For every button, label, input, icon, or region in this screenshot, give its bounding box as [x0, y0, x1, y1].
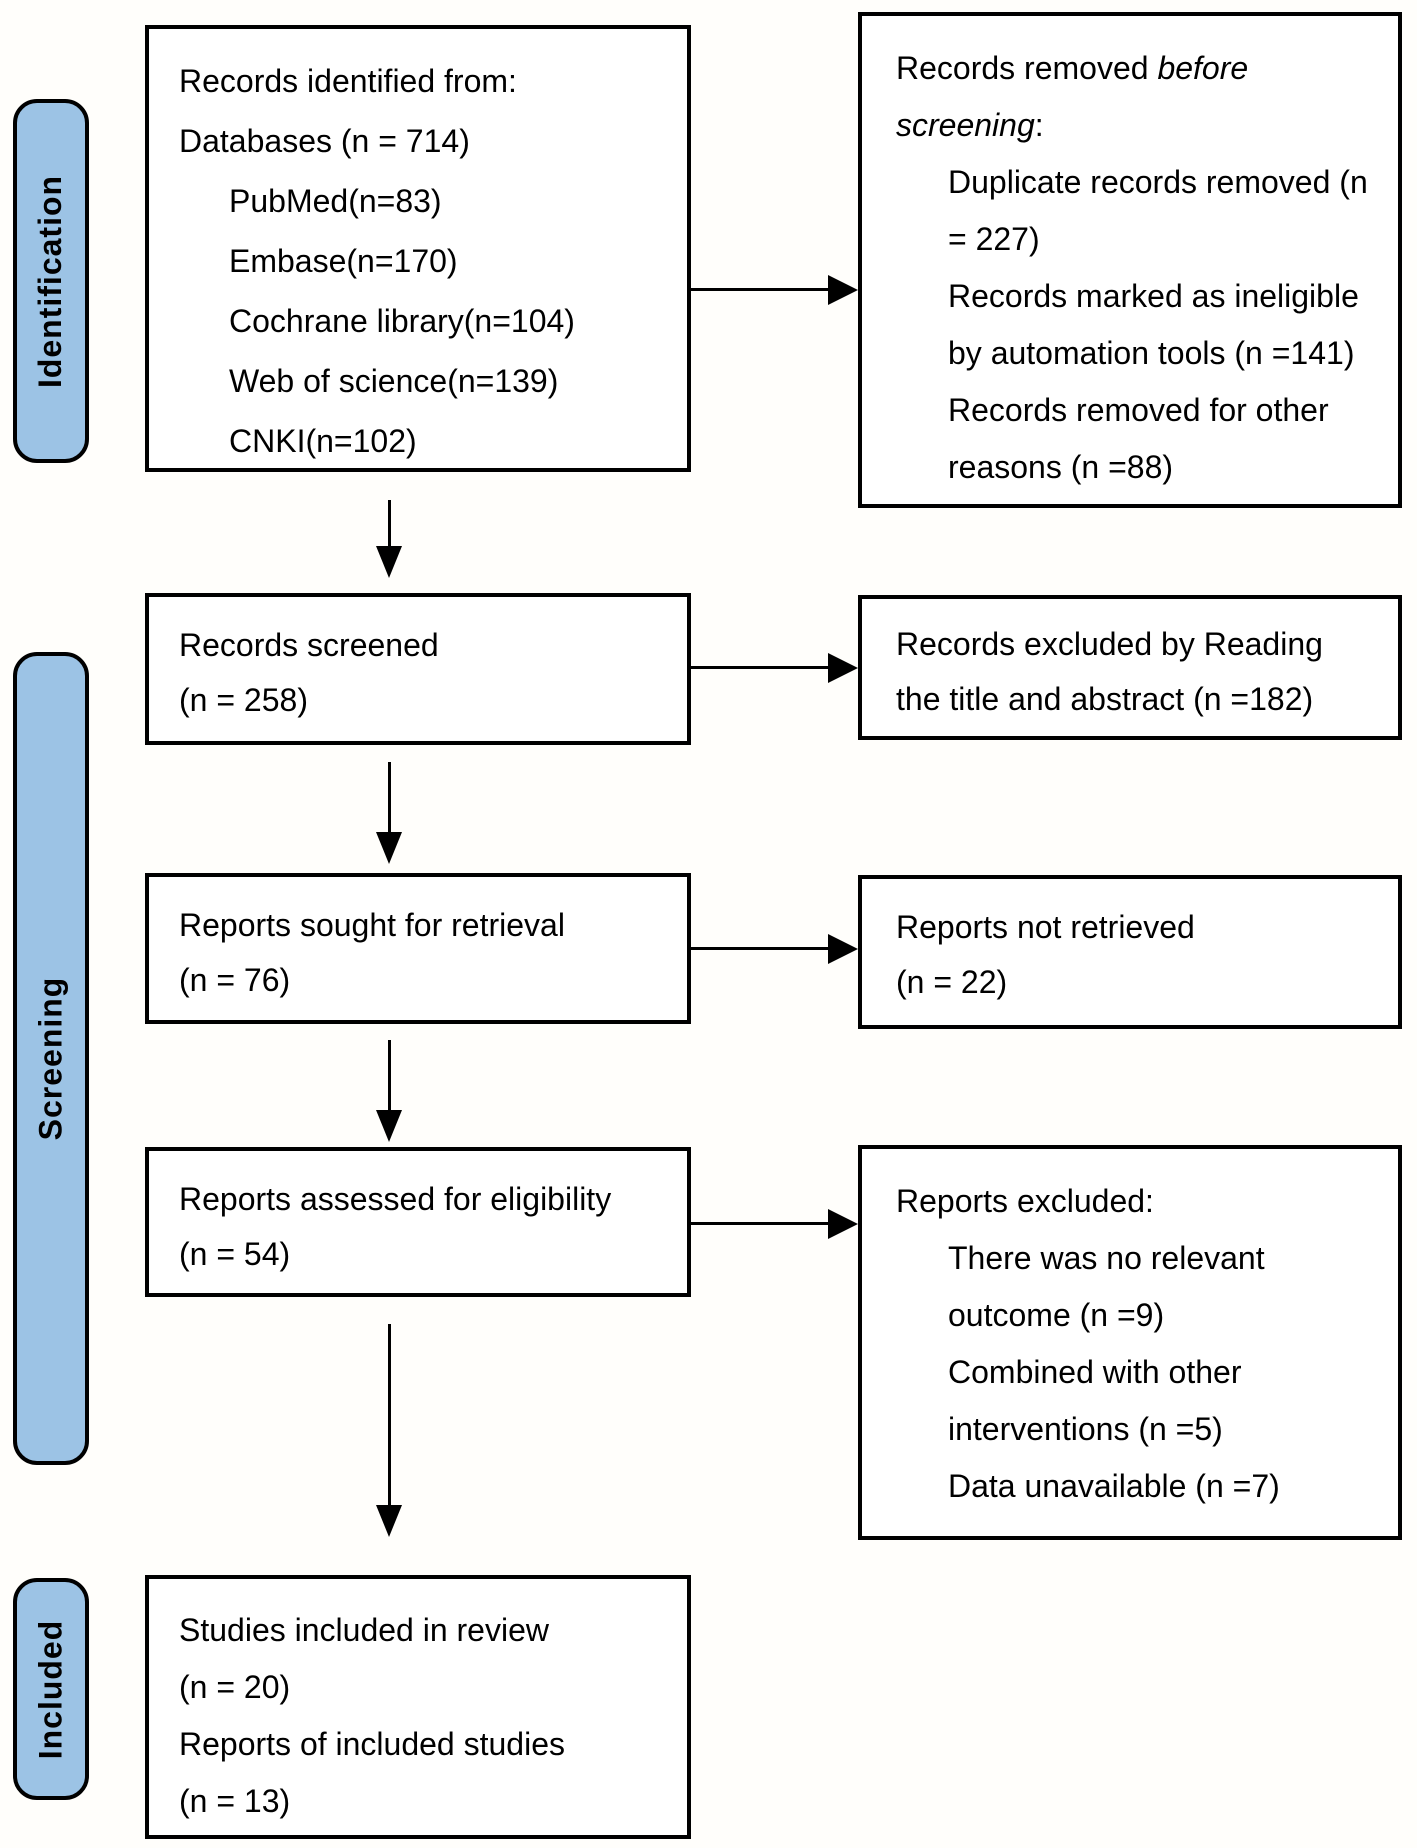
text-segment: :	[1034, 107, 1044, 143]
text-line: Records excluded by Reading	[896, 626, 1323, 662]
box-reports-not-retrieved: Reports not retrieved (n = 22)	[858, 875, 1402, 1029]
stage-label-screening-text: Screening	[32, 976, 69, 1141]
box-studies-included: Studies included in review (n = 20) Repo…	[145, 1575, 691, 1839]
text-line: Records screened	[179, 627, 439, 663]
arrow-stem	[691, 947, 828, 950]
text-line-database: PubMed(n=83)	[229, 183, 442, 219]
box-records-screened: Records screened (n = 258)	[145, 593, 691, 745]
text-line: (n = 76)	[179, 962, 291, 998]
text-line: Studies included in review	[179, 1612, 549, 1648]
text-line: (n = 258)	[179, 682, 308, 718]
text-segment-italic: screening	[896, 107, 1035, 143]
box-reports-excluded: Reports excluded: There was no relevant …	[858, 1145, 1402, 1540]
stage-label-identification-text: Identification	[32, 174, 69, 388]
box-records-identified: Records identified from: Databases (n = …	[145, 25, 691, 472]
stage-label-included-text: Included	[32, 1619, 69, 1759]
text-line: (n = 54)	[179, 1236, 291, 1272]
text-line-reason: There was no relevant	[948, 1240, 1265, 1276]
box-records-excluded: Records excluded by Reading the title an…	[858, 595, 1402, 740]
text-line: the title and abstract (n =182)	[896, 681, 1314, 717]
arrow-stem	[691, 666, 828, 669]
text-line: screening:	[862, 97, 1398, 154]
text-line: Reports not retrieved	[896, 909, 1195, 945]
text-segment: Records removed	[896, 50, 1158, 86]
text-line: Reports excluded:	[896, 1183, 1154, 1219]
arrow-right-icon	[828, 1209, 858, 1239]
arrow-stem	[691, 1222, 828, 1225]
arrow-stem	[388, 762, 391, 834]
arrow-down-icon	[376, 1110, 402, 1142]
text-line-reason: Combined with other	[948, 1354, 1242, 1390]
box-records-removed: Records removed before screening: Duplic…	[858, 12, 1402, 508]
text-line: (n = 13)	[179, 1783, 291, 1819]
stage-label-identification: Identification	[13, 99, 89, 463]
arrow-stem	[388, 1040, 391, 1112]
text-line-reason: Data unavailable (n =7)	[948, 1468, 1280, 1504]
text-line-reason: Records marked as ineligible	[948, 278, 1359, 314]
text-line-reason: = 227)	[948, 221, 1040, 257]
text-line-reason: outcome (n =9)	[948, 1297, 1165, 1333]
stage-label-screening: Screening	[13, 652, 89, 1465]
text-line: Reports of included studies	[179, 1726, 565, 1762]
text-line-reason: interventions (n =5)	[948, 1411, 1223, 1447]
text-line: Databases (n = 714)	[179, 123, 470, 159]
arrow-down-icon	[376, 832, 402, 864]
arrow-stem	[388, 500, 391, 548]
arrow-stem	[388, 1324, 391, 1507]
text-line: (n = 22)	[896, 964, 1008, 1000]
text-line-reason: Duplicate records removed (n	[948, 164, 1368, 200]
text-line: Reports assessed for eligibility	[179, 1181, 612, 1217]
text-line-database: Embase(n=170)	[229, 243, 458, 279]
text-line-reason: reasons (n =88)	[948, 449, 1174, 485]
text-line: Reports sought for retrieval	[179, 907, 565, 943]
stage-label-included: Included	[13, 1578, 89, 1800]
text-segment-italic: before	[1157, 50, 1249, 86]
text-line-database: Web of science(n=139)	[229, 363, 559, 399]
text-line: (n = 20)	[179, 1669, 291, 1705]
arrow-right-icon	[828, 275, 858, 305]
arrow-right-icon	[828, 934, 858, 964]
text-line-reason: Records removed for other	[948, 392, 1329, 428]
box-reports-sought: Reports sought for retrieval (n = 76)	[145, 873, 691, 1024]
text-line: Records removed before	[862, 40, 1398, 97]
text-line-database: Cochrane library(n=104)	[229, 303, 575, 339]
arrow-down-icon	[376, 546, 402, 578]
text-line-database: CNKI(n=102)	[229, 423, 417, 459]
arrow-right-icon	[828, 653, 858, 683]
arrow-down-icon	[376, 1505, 402, 1537]
text-line: Records identified from:	[179, 63, 517, 99]
text-line-reason: by automation tools (n =141)	[948, 335, 1355, 371]
arrow-stem	[691, 288, 828, 291]
box-reports-assessed: Reports assessed for eligibility (n = 54…	[145, 1147, 691, 1297]
